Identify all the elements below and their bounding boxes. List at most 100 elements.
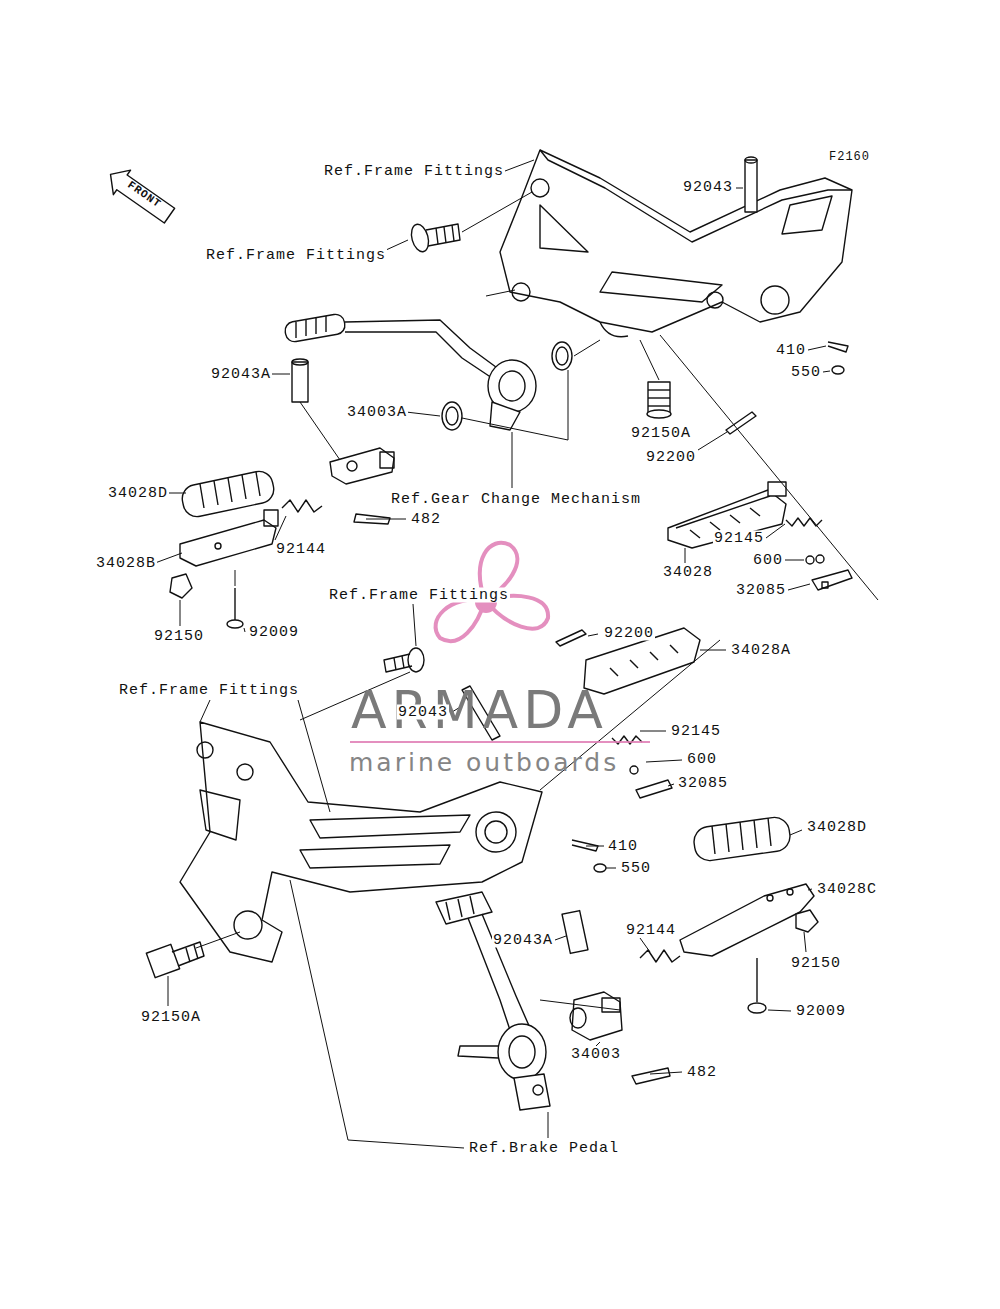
detent-plate [822,582,828,588]
leader-line [413,604,416,646]
leader-line [167,493,186,494]
bolt [648,389,670,390]
footpeg [650,652,658,660]
callout-number: 410 [607,839,639,854]
footpeg [680,884,814,956]
bolt [394,658,396,670]
callout-number: 92043 [397,705,449,720]
bolt [647,410,671,418]
callout-number: 92150 [153,629,205,644]
footpeg-rubber [200,484,204,508]
bolt [146,942,204,978]
screw [227,620,243,628]
leader-line [298,700,330,812]
callout-number: 92144 [275,542,327,557]
shift-lever [499,371,525,401]
leader-line [386,240,408,250]
shift-lever [295,322,296,338]
cotter-pin [632,1068,670,1084]
leader-line [235,570,236,586]
callout-number: 92145 [713,531,765,546]
footrest-bracket [782,196,832,234]
spring [640,950,680,962]
footpeg [676,496,770,528]
bolt [146,944,179,977]
footrest-bracket [500,150,852,332]
bolt [409,222,460,253]
footpeg [264,510,278,526]
reference-note: Ref.Frame Fittings [323,164,505,179]
footpeg [767,895,773,901]
leader-line [462,418,568,440]
callout-number: 92009 [248,625,300,640]
spring [640,950,680,962]
footpeg-holder [570,1008,586,1028]
leader-line [700,650,726,651]
footpeg [690,530,700,538]
leader-line [685,548,686,563]
pin-92043 [745,157,757,212]
leader-line [244,628,245,632]
front-arrow [102,162,178,228]
callout-number: 92043 [682,180,734,195]
washer [832,366,844,374]
callout-number: 92009 [795,1004,847,1019]
bolt [170,574,192,598]
footrest-bracket [540,150,852,242]
leader-line [574,340,600,356]
footpeg-holder [347,461,357,471]
leader-line [660,335,878,600]
callout-number: 34028A [730,643,792,658]
pin-92043 [745,160,757,212]
bolt [648,397,670,398]
leader-line [823,371,830,372]
callout-number: 92150A [630,426,692,441]
leader-line [180,600,181,626]
leader-line [155,553,182,563]
bolt [648,405,670,406]
ball [630,766,638,774]
shift-lever [325,316,326,332]
callout-number: 34028C [816,882,878,897]
front-arrow [102,162,178,228]
shift-lever [284,313,347,343]
shift-lever [345,332,492,378]
bolt [170,574,192,598]
brake-pedal [458,1046,498,1058]
watermark-logo [350,543,650,742]
brake-pedal [533,1085,543,1095]
callout-number: 34003 [570,1047,622,1062]
callout-number: 600 [686,752,718,767]
callout-number: 34003A [346,405,408,420]
callout-number: 34028D [806,820,868,835]
footpeg-rubber [768,818,771,846]
footrest-bracket [531,179,549,197]
leader-line [785,560,804,561]
detent-plate [636,780,672,798]
leader-line [505,160,534,171]
shift-lever [315,318,316,334]
footpeg-rubber [754,820,757,848]
leader-line [768,1010,791,1011]
footrest-bracket [197,742,213,758]
pivot-pin [292,359,308,365]
pivot-pin [562,911,588,954]
footpeg [730,515,740,523]
watermark: marine outboards [348,750,620,775]
leader-line [668,784,674,786]
cotter-pin [828,342,848,352]
leader-line [200,700,210,722]
callout-number: 92144 [625,923,677,938]
leader-line [366,519,406,520]
leader-line [275,516,286,540]
footpeg [180,520,276,566]
leader-line [568,370,569,440]
footrest-bracket [600,322,628,337]
reference-note: Ref.Frame Fittings [205,248,387,263]
bolt [384,654,412,672]
brake-pedal [514,1074,550,1110]
footrest-bracket [600,272,722,302]
screw [756,958,757,1002]
callout-number: 410 [775,343,807,358]
callout-number: 34028 [662,565,714,580]
